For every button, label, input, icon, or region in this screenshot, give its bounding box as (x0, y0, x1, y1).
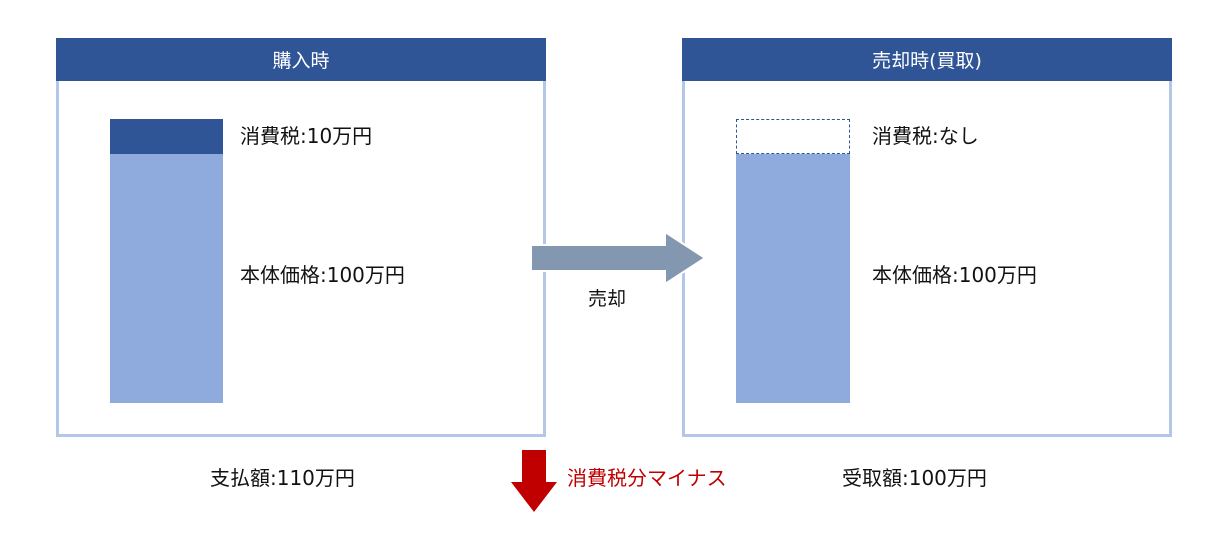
sale-arrow-icon (530, 230, 707, 286)
right-body-bar (736, 154, 850, 403)
down-arrow-icon (511, 450, 557, 512)
left-tax-label: 消費税:10万円 (240, 124, 373, 148)
left-total: 支払額:110万円 (210, 466, 355, 490)
left-tax-bar (110, 119, 223, 154)
right-tax-bar-empty (736, 119, 850, 154)
right-body-label: 本体価格:100万円 (872, 263, 1037, 287)
right-panel-title: 売却時(買取) (682, 38, 1172, 81)
left-body-bar (110, 154, 223, 403)
left-body-label: 本体価格:100万円 (240, 263, 405, 287)
right-total: 受取額:100万円 (842, 466, 987, 490)
left-panel-title: 購入時 (56, 38, 546, 81)
minus-label: 消費税分マイナス (567, 466, 727, 490)
sale-label: 売却 (588, 288, 627, 310)
right-tax-label: 消費税:なし (872, 124, 979, 148)
